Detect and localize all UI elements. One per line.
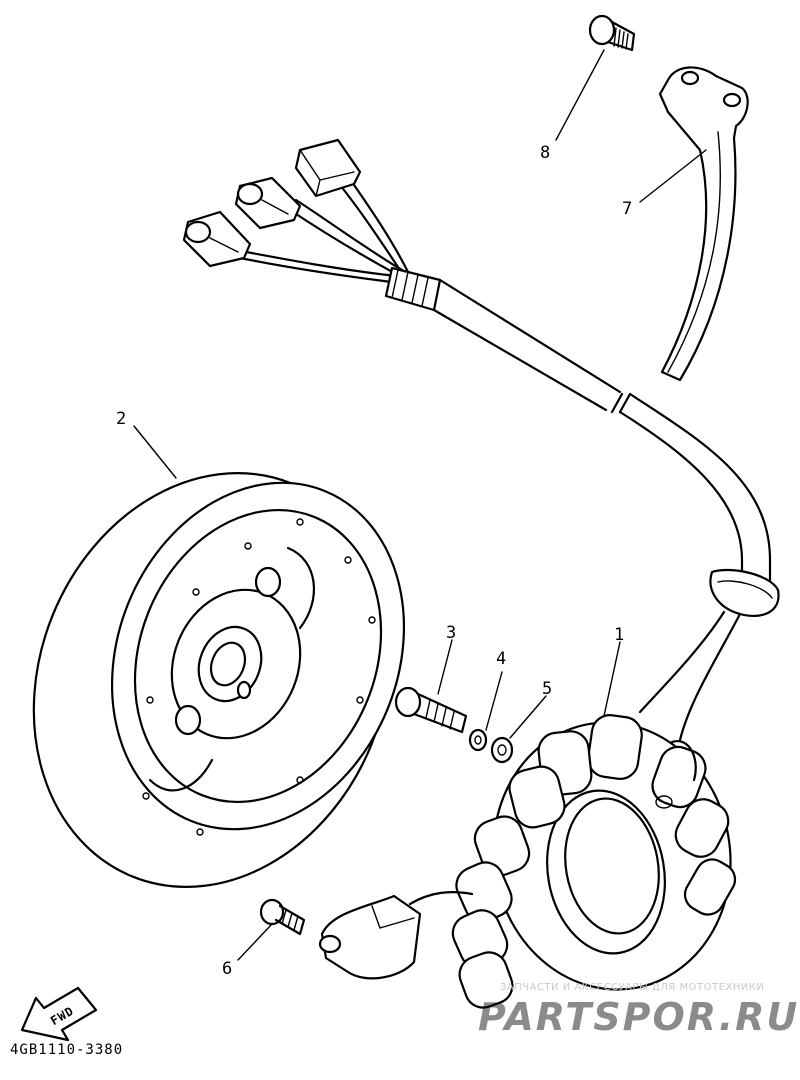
leader-lines: [133, 49, 707, 961]
callout-3: 3: [446, 623, 456, 643]
fwd-arrow: FWD: [20, 986, 98, 1042]
part-3-bolt: [394, 686, 468, 734]
callout-4: 4: [496, 649, 506, 669]
connector-b: [234, 176, 302, 230]
callout-6: 6: [222, 959, 232, 979]
watermark-brand: PARTSPOR.RU: [478, 995, 799, 1039]
stator-coils: [451, 714, 737, 1009]
pickup-coil: [318, 891, 474, 980]
part-4-lock-washer: [468, 728, 488, 752]
connector-c: [182, 210, 252, 268]
part-8-screw: [588, 14, 636, 52]
callout-8: 8: [540, 143, 550, 163]
wire-harness: [182, 138, 780, 742]
part-2-rotor: [32, 472, 406, 888]
watermark-tagline: ЗАПЧАСТИ И АКСЕССУАРЫ ДЛЯ МОТОТЕХНИКИ: [500, 982, 764, 993]
callout-5: 5: [542, 679, 552, 699]
callout-1: 1: [614, 625, 624, 645]
callout-7: 7: [622, 199, 632, 219]
watermark: ЗАПЧАСТИ И АКСЕССУАРЫ ДЛЯ МОТОТЕХНИКИ PA…: [478, 982, 799, 1039]
callout-2: 2: [116, 409, 126, 429]
callout-labels: 1 2 3 4 5 6 7 8: [116, 143, 632, 979]
part-5-washer: [490, 736, 514, 764]
part-7-bracket: [658, 66, 749, 382]
part-1-stator: [451, 714, 737, 1009]
diagram-code: 4GB1110-3380: [10, 1042, 123, 1058]
connector-a: [294, 138, 362, 198]
rotor-bolt-holes: [142, 518, 376, 836]
